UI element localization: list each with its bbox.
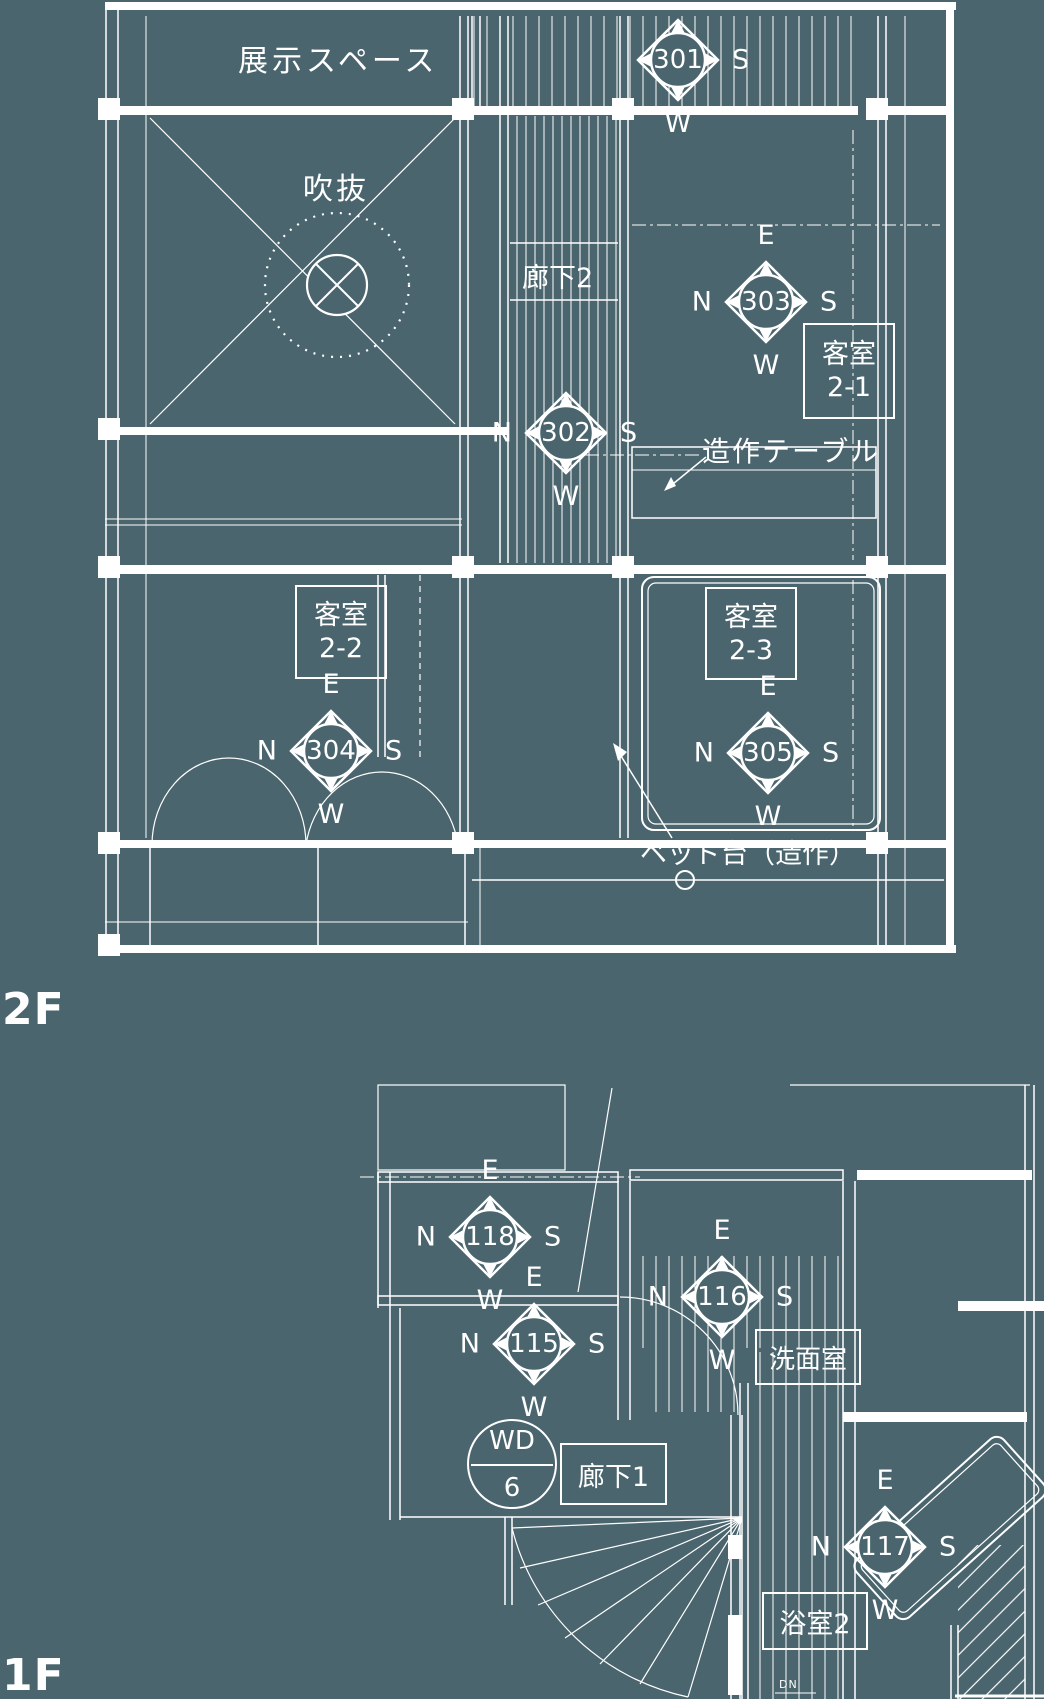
dir-south: S bbox=[820, 286, 838, 318]
dir-south: S bbox=[776, 1281, 794, 1313]
dir-north: N bbox=[256, 735, 277, 767]
dir-west: W bbox=[520, 1392, 548, 1423]
dir-north: N bbox=[693, 737, 714, 769]
dir-east: E bbox=[481, 1155, 499, 1186]
marker-number: 301 bbox=[653, 45, 703, 75]
dir-north: N bbox=[647, 1281, 668, 1313]
room-marker-115: 115 E N S W bbox=[460, 1262, 605, 1423]
direction-diamond-icon bbox=[289, 709, 373, 793]
wd-closet-symbol: WD 6 bbox=[467, 1419, 557, 1509]
dir-west: W bbox=[708, 1345, 736, 1376]
room-2-2-name: 客室 bbox=[314, 600, 368, 631]
room-2-1-number: 2-1 bbox=[826, 372, 872, 403]
room-marker-305: 305 E N S W bbox=[694, 671, 839, 832]
dir-west: W bbox=[552, 481, 580, 512]
room-2-3-number: 2-3 bbox=[728, 634, 774, 666]
room-2-3-label: 客室 2-3 bbox=[705, 587, 797, 680]
direction-diamond-icon bbox=[726, 711, 810, 795]
dir-north: N bbox=[459, 1328, 480, 1360]
washroom-label: 洗面室 bbox=[755, 1329, 861, 1385]
dn-label: DN bbox=[779, 1678, 798, 1691]
dir-west: W bbox=[476, 1285, 504, 1316]
wd-divider bbox=[470, 1464, 554, 1466]
dir-north: N bbox=[691, 286, 712, 318]
corridor2-label: 廊下2 bbox=[522, 263, 594, 294]
dir-south: S bbox=[385, 735, 403, 767]
void-label: 吹抜 bbox=[303, 172, 369, 207]
washroom-text: 洗面室 bbox=[768, 1344, 847, 1375]
floor-1f-label: 1F bbox=[2, 1650, 65, 1699]
room-2-2-number: 2-2 bbox=[318, 633, 364, 664]
direction-diamond-icon bbox=[843, 1505, 927, 1589]
bathroom2-label: 浴室2 bbox=[762, 1592, 868, 1650]
dir-east: E bbox=[759, 671, 777, 702]
dir-south: S bbox=[822, 737, 840, 769]
marker-number: 305 bbox=[743, 738, 793, 768]
room-marker-117: 117 E N S W bbox=[811, 1465, 956, 1626]
marker-number: 117 bbox=[860, 1532, 910, 1562]
direction-diamond-icon bbox=[492, 1302, 576, 1386]
room-marker-303: 303 E N S W bbox=[692, 220, 837, 381]
dir-east: E bbox=[757, 220, 775, 251]
direction-diamond-icon bbox=[636, 18, 720, 102]
direction-diamond-icon bbox=[448, 1195, 532, 1279]
dir-east: E bbox=[322, 669, 340, 700]
marker-number: 302 bbox=[541, 418, 591, 448]
dir-south: S bbox=[588, 1328, 606, 1360]
dir-north: N bbox=[415, 1221, 436, 1253]
marker-number: 304 bbox=[306, 736, 356, 766]
room-2-3-name: 客室 bbox=[724, 601, 778, 633]
dir-west: W bbox=[871, 1595, 899, 1626]
room-marker-118: 118 E N S W bbox=[416, 1155, 561, 1316]
marker-number: 115 bbox=[509, 1329, 559, 1359]
marker-number: 118 bbox=[465, 1222, 515, 1252]
wd-label: WD bbox=[489, 1426, 535, 1456]
dir-south: S bbox=[544, 1221, 562, 1253]
dir-south: S bbox=[620, 417, 638, 449]
exhibition-space-label: 展示スペース bbox=[238, 44, 439, 79]
dir-west: W bbox=[754, 801, 782, 832]
room-2-1-label: 客室 2-1 bbox=[803, 323, 895, 419]
dir-east: E bbox=[876, 1465, 894, 1496]
dir-east: E bbox=[525, 1262, 543, 1293]
marker-number: 116 bbox=[697, 1282, 747, 1312]
room-marker-301: 301 S W bbox=[636, 18, 749, 139]
room-marker-116: 116 E N S W bbox=[648, 1215, 793, 1376]
dir-east: E bbox=[713, 1215, 731, 1246]
direction-diamond-icon bbox=[724, 260, 808, 344]
direction-diamond-icon bbox=[524, 391, 608, 475]
direction-diamond-icon bbox=[680, 1255, 764, 1339]
dir-west: W bbox=[664, 108, 692, 139]
wd-count: 6 bbox=[503, 1473, 521, 1503]
dir-north: N bbox=[491, 417, 512, 449]
corridor1-label: 廊下1 bbox=[560, 1443, 667, 1505]
marker-number: 303 bbox=[741, 287, 791, 317]
dir-north: N bbox=[810, 1531, 831, 1563]
room-marker-304: 304 E N S W bbox=[257, 669, 402, 830]
corridor1-text: 廊下1 bbox=[577, 1461, 650, 1493]
room-marker-302: 302 N S W bbox=[492, 391, 637, 512]
floor-2f-label: 2F bbox=[2, 984, 65, 1035]
dir-west: W bbox=[317, 799, 345, 830]
dir-south: S bbox=[939, 1531, 957, 1563]
built-in-table-note: 造作テーブル bbox=[702, 435, 881, 468]
dir-south: S bbox=[732, 44, 750, 76]
room-2-2-label: 客室 2-2 bbox=[295, 585, 387, 679]
room-2-1-name: 客室 bbox=[822, 339, 876, 370]
bathroom2-text: 浴室2 bbox=[779, 1608, 851, 1640]
bed-platform-note: ベッド台（造作） bbox=[640, 839, 856, 870]
dir-west: W bbox=[752, 350, 780, 381]
